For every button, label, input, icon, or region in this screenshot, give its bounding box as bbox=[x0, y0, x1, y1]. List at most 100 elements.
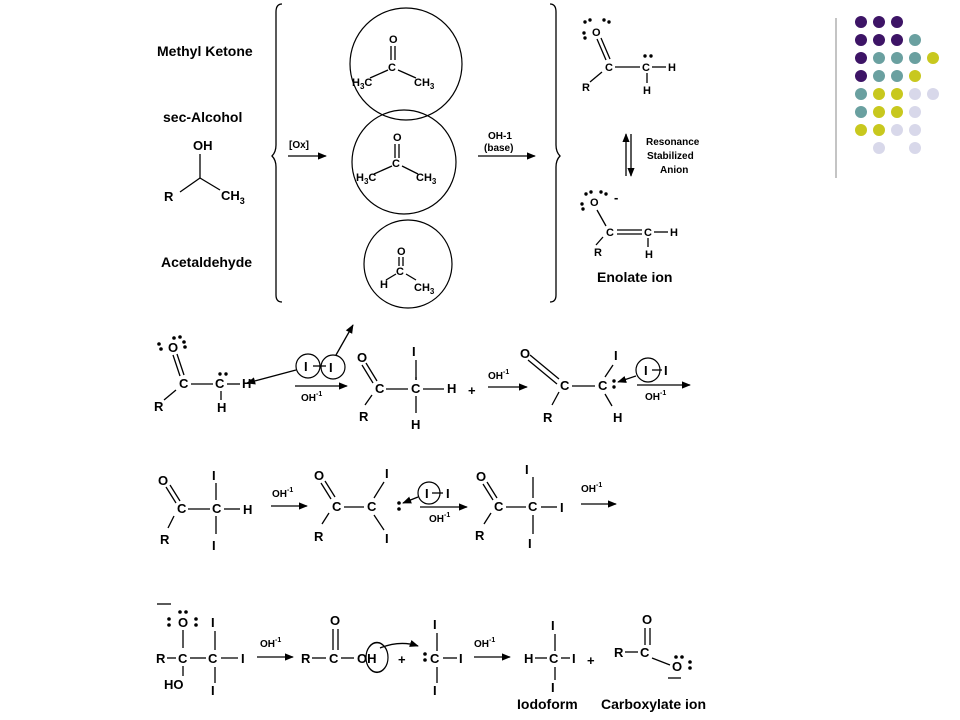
reagent-oh: OH-1 bbox=[272, 487, 293, 500]
svg-text:R: R bbox=[543, 410, 553, 425]
decorative-dot bbox=[891, 124, 903, 136]
row4-tetrahedral-intermediate: O R C HO C I I I bbox=[156, 603, 245, 698]
left-brace bbox=[271, 3, 283, 303]
decorative-dot bbox=[873, 70, 885, 82]
svg-text:HO: HO bbox=[164, 677, 184, 692]
iodine-molecule-2: I I bbox=[617, 357, 668, 383]
svg-text:H: H bbox=[242, 376, 251, 391]
svg-text:I: I bbox=[446, 486, 450, 501]
svg-text:C: C bbox=[560, 378, 570, 393]
svg-text:C: C bbox=[212, 501, 222, 516]
row4-triiodomethyl-anion: C I I I bbox=[423, 617, 463, 698]
decorative-dot bbox=[873, 52, 885, 64]
svg-text:O: O bbox=[520, 346, 530, 361]
svg-text:C: C bbox=[375, 381, 385, 396]
svg-text:CH3: CH3 bbox=[414, 282, 435, 296]
svg-text:C: C bbox=[640, 645, 650, 660]
iodine-molecule-1: I I bbox=[246, 324, 354, 385]
svg-text:I: I bbox=[329, 360, 333, 375]
reagent-oh: OH-1 bbox=[474, 637, 495, 650]
svg-text:C: C bbox=[388, 62, 396, 74]
label-oxidation: [Ox] bbox=[289, 140, 309, 151]
label-base: (base) bbox=[484, 143, 513, 154]
row2-iodo-enolate: O C R C I H bbox=[520, 346, 622, 425]
svg-text:I: I bbox=[433, 617, 437, 632]
svg-text:-: - bbox=[614, 190, 618, 205]
label-acetaldehyde: Acetaldehyde bbox=[161, 254, 252, 270]
row4-plus-1: + bbox=[398, 652, 406, 667]
row3-diiodoketone: O C R C I H I bbox=[158, 468, 252, 553]
svg-text:R: R bbox=[301, 651, 311, 666]
decorative-dot bbox=[909, 52, 921, 64]
svg-text:C: C bbox=[392, 158, 400, 170]
svg-text:R: R bbox=[614, 645, 624, 660]
svg-text:H: H bbox=[447, 381, 456, 396]
svg-text:R: R bbox=[582, 82, 590, 94]
reagent-oh: OH-1 bbox=[645, 390, 666, 403]
svg-text:H: H bbox=[670, 227, 678, 239]
reagent-oh: OH-1 bbox=[260, 637, 281, 650]
reagent-oh: OH-1 bbox=[301, 391, 322, 404]
svg-text:O: O bbox=[178, 615, 188, 630]
svg-text:O: O bbox=[672, 659, 682, 674]
svg-text:I: I bbox=[211, 683, 215, 698]
svg-text:O: O bbox=[330, 613, 340, 628]
row4-plus-2: + bbox=[587, 653, 595, 668]
svg-text:CH3: CH3 bbox=[414, 77, 435, 91]
svg-text:H: H bbox=[243, 502, 252, 517]
svg-text:C: C bbox=[177, 501, 187, 516]
enolate-structure: O - C R C H H bbox=[580, 190, 678, 261]
decorative-dot bbox=[855, 34, 867, 46]
svg-text:I: I bbox=[459, 651, 463, 666]
svg-text:I: I bbox=[433, 683, 437, 698]
ketone-product-structure: O C H3C CH3 bbox=[351, 109, 457, 215]
decorative-dot bbox=[873, 106, 885, 118]
decorative-dot bbox=[909, 70, 921, 82]
svg-text:H: H bbox=[613, 410, 622, 425]
decorative-dot bbox=[909, 106, 921, 118]
svg-text:O: O bbox=[314, 468, 324, 483]
svg-text:H: H bbox=[380, 279, 388, 291]
decorative-dot bbox=[891, 106, 903, 118]
svg-text:I: I bbox=[551, 618, 555, 633]
label-carboxylate-ion: Carboxylate ion bbox=[601, 696, 706, 712]
label-methyl-ketone: Methyl Ketone bbox=[157, 43, 253, 59]
decorative-dot bbox=[891, 70, 903, 82]
decorative-dot bbox=[855, 16, 867, 28]
svg-text:I: I bbox=[385, 466, 389, 481]
svg-text:C: C bbox=[332, 499, 342, 514]
decorative-dot bbox=[891, 88, 903, 100]
decorative-dot bbox=[891, 16, 903, 28]
atom-oh: OH bbox=[193, 138, 213, 153]
decorative-dot bbox=[855, 52, 867, 64]
svg-text:H: H bbox=[411, 417, 420, 432]
right-brace bbox=[549, 3, 561, 303]
decorative-dot-grid bbox=[855, 16, 939, 154]
row2-plus: + bbox=[468, 383, 476, 398]
decorative-dot bbox=[909, 142, 921, 154]
svg-text:O: O bbox=[476, 469, 486, 484]
label-sec-alcohol: sec-Alcohol bbox=[163, 109, 242, 125]
row4-iodoform: H C I I I bbox=[524, 618, 576, 695]
svg-text:I: I bbox=[425, 486, 429, 501]
svg-text:R: R bbox=[154, 399, 164, 414]
decorative-dot bbox=[873, 124, 885, 136]
decorative-dot bbox=[873, 142, 885, 154]
svg-text:O: O bbox=[389, 34, 398, 46]
decorative-dot bbox=[873, 88, 885, 100]
resonance-arrows bbox=[622, 133, 635, 177]
svg-text:I: I bbox=[212, 468, 216, 483]
label-enolate-ion: Enolate ion bbox=[597, 269, 672, 285]
svg-text:H3C: H3C bbox=[356, 172, 376, 186]
row3-triiodoketone: O C R C I I I bbox=[475, 462, 564, 551]
svg-text:H3C: H3C bbox=[352, 77, 372, 91]
decorative-dot bbox=[855, 106, 867, 118]
decorative-dot bbox=[855, 124, 867, 136]
svg-text:CH3: CH3 bbox=[416, 172, 437, 186]
svg-text:H: H bbox=[643, 85, 651, 97]
svg-text:C: C bbox=[606, 227, 614, 239]
svg-text:I: I bbox=[644, 363, 648, 378]
svg-text:O: O bbox=[397, 246, 406, 258]
svg-text:O: O bbox=[393, 132, 402, 144]
svg-text:R: R bbox=[475, 528, 485, 543]
